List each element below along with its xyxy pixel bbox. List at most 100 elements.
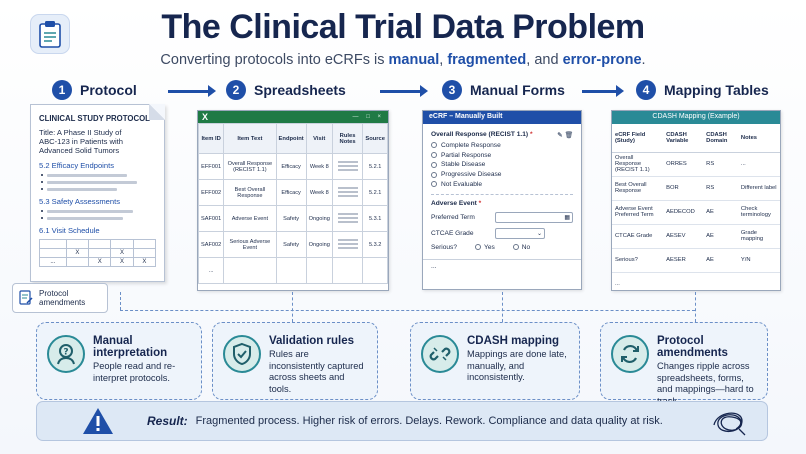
- radio-option[interactable]: Stable Disease: [431, 161, 581, 168]
- radio-option[interactable]: Partial Response: [431, 152, 581, 159]
- step-number: 1: [52, 80, 72, 100]
- column-header: Endpoint: [275, 123, 307, 154]
- result-banner: Result: Fragmented process. Higher risk …: [36, 401, 768, 441]
- chevron-down-icon: ⌄: [495, 227, 545, 239]
- column-header: CDASH Domain: [703, 124, 738, 153]
- notes-lines: [337, 185, 358, 199]
- card-title: Validation rules: [269, 335, 354, 347]
- broken-link-icon: [421, 335, 459, 373]
- ecrf-window: eCRF – Manually Built Overall Response (…: [422, 110, 582, 290]
- doc-heading: CLINICAL STUDY PROTOCOL: [39, 114, 150, 123]
- connector-line: [120, 292, 121, 310]
- text-line: [41, 210, 133, 213]
- text-line: [41, 174, 127, 177]
- window-controls[interactable]: — □ ×: [352, 114, 384, 120]
- more-indicator: ...: [423, 258, 581, 273]
- column-header: eCRF Field (Study): [612, 124, 664, 153]
- ecrf-titlebar: eCRF – Manually Built: [423, 111, 581, 124]
- question-person-icon: ?: [47, 335, 85, 373]
- card-text: People read and re-interpret protocols.: [93, 361, 176, 383]
- warning-icon: [83, 408, 113, 434]
- radio-option[interactable]: Progressive Disease: [431, 171, 581, 178]
- clipboard-icon: [30, 14, 70, 54]
- card-text: Rules are inconsistently captured across…: [269, 349, 364, 394]
- connector-line: [120, 310, 580, 311]
- shield-check-icon: [223, 335, 261, 373]
- text-line: [41, 217, 123, 220]
- notes-lines: [337, 159, 358, 173]
- column-header: Visit: [305, 123, 333, 154]
- radio-option[interactable]: Not Evaluable: [431, 181, 581, 188]
- step-number: 2: [226, 80, 246, 100]
- page-fold-icon: [149, 104, 165, 120]
- card-title: Manual interpretation: [93, 335, 168, 359]
- column-header: Source: [362, 123, 388, 154]
- document-edit-icon: [19, 290, 33, 305]
- excel-icon: X: [202, 112, 209, 122]
- step-number: 3: [442, 80, 462, 100]
- column-header: Notes: [737, 124, 780, 153]
- connector-line: [580, 310, 695, 311]
- cycle-arrows-icon: [611, 335, 649, 373]
- ctcae-grade-select[interactable]: CTCAE Grade⌄: [431, 227, 573, 239]
- radio-option[interactable]: Complete Response: [431, 142, 581, 149]
- mapping-titlebar: CDASH Mapping (Example): [612, 111, 780, 124]
- edit-delete-icons[interactable]: ✎ 🗑: [557, 132, 573, 139]
- calendar-icon: ▦: [495, 211, 573, 223]
- spreadsheet-table: Item ID Item Text Endpoint Visit Rules N…: [197, 123, 388, 284]
- text-line: [41, 181, 137, 184]
- card-title: CDASH mapping: [467, 335, 559, 347]
- arrow-right-icon: [168, 85, 216, 97]
- preferred-term-field[interactable]: Preferred Term▦: [431, 211, 573, 223]
- notes-lines: [337, 211, 358, 225]
- svg-text:?: ?: [63, 348, 68, 358]
- connector-line: [502, 292, 503, 322]
- tangled-scribble-icon: [713, 412, 746, 436]
- arrow-right-icon: [582, 85, 624, 97]
- page-title: The Clinical Trial Data Problem: [161, 8, 645, 46]
- card-text: Mappings are done late, manually, and in…: [467, 349, 567, 383]
- result-text: Fragmented process. Higher risk of error…: [195, 415, 663, 427]
- page-subtitle: Converting protocols into eCRFs is manua…: [160, 52, 646, 68]
- step-number: 4: [636, 80, 656, 100]
- card-title: Protocol amendments: [657, 335, 728, 359]
- result-label: Result:: [147, 414, 188, 428]
- connector-line: [292, 292, 293, 322]
- column-header: Rules Notes: [331, 123, 364, 154]
- protocol-document: CLINICAL STUDY PROTOCOL Title: A Phase I…: [30, 104, 165, 282]
- question-label: Overall Response (RECIST 1.1) *: [431, 131, 533, 138]
- connector-line: [695, 292, 696, 322]
- text-line: [41, 188, 117, 191]
- doc-section-safety: 5.3 Safety Assessments: [39, 197, 121, 206]
- table-row: ...: [197, 257, 388, 284]
- doc-section-efficacy: 5.2 Efficacy Endpoints: [39, 161, 114, 170]
- column-header: Item Text: [223, 123, 277, 154]
- arrow-right-icon: [380, 85, 428, 97]
- doc-title-line: ABC-123 in Patients with: [39, 137, 123, 146]
- doc-section-visit: 6.1 Visit Schedule: [39, 226, 100, 235]
- notes-lines: [337, 237, 358, 251]
- column-header: CDASH Variable: [663, 124, 704, 153]
- doc-title-line: Advanced Solid Tumors: [39, 146, 120, 155]
- table-row: ...: [615, 281, 620, 288]
- mapping-table-window: CDASH Mapping (Example) eCRF Field (Stud…: [611, 110, 781, 291]
